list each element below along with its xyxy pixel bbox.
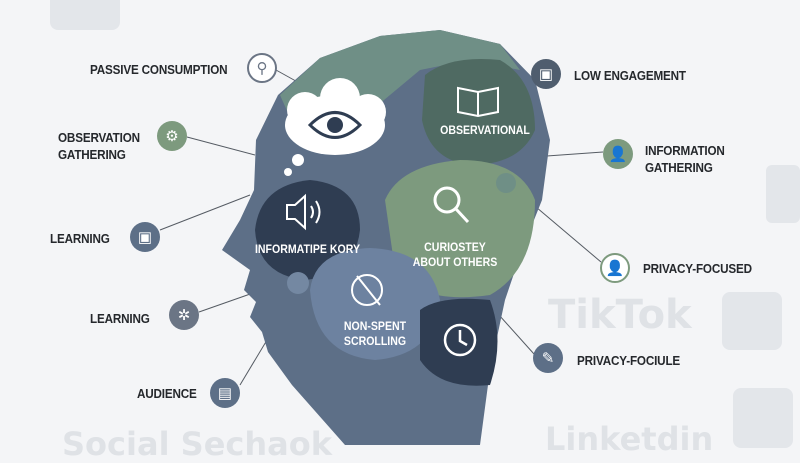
facebook-watermark-icon — [50, 0, 120, 30]
label-observation-gathering: OBSERVATION GATHERING — [58, 130, 140, 162]
clock-icon — [443, 323, 477, 357]
observational-label: OBSERVATIONAL — [440, 123, 530, 137]
linkedin-watermark-icon — [733, 388, 793, 448]
watermark-tiktok: TikTok — [548, 292, 692, 338]
scrolling-label: NON-SPENT SCROLLING — [343, 319, 407, 348]
user-icon: 👤 — [603, 139, 633, 169]
x-watermark-icon — [766, 165, 800, 223]
speaker-icon — [286, 193, 321, 231]
curiosity-region — [385, 160, 535, 298]
user-icon: 👤 — [600, 253, 630, 283]
clipboard-icon: ▤ — [210, 378, 240, 408]
pen-icon: ✎ — [533, 343, 563, 373]
label-privacy-fociule: PRIVACY-FOCIULE — [577, 353, 681, 368]
curiosity-label: CURIOSTEY ABOUT OTHERS — [412, 240, 498, 269]
label-learning-2: LEARNING — [90, 311, 150, 326]
head-diagram — [159, 30, 604, 445]
image-icon: ▣ — [531, 59, 561, 89]
informatipe-label: INFORMATIPE KORY — [254, 242, 361, 256]
search-people-icon: ⚲ — [247, 53, 277, 83]
label-information-gathering: INFORMATION GATHERING — [645, 143, 725, 175]
no-user-icon — [351, 274, 383, 306]
node-circle — [496, 173, 516, 193]
image-icon: ▣ — [130, 222, 160, 252]
book-icon — [457, 86, 499, 118]
label-privacy-focused: PRIVACY-FOCUSED — [643, 261, 752, 276]
eye-icon — [307, 111, 363, 139]
magnifier-icon — [433, 186, 470, 224]
scrolling-region — [310, 248, 440, 360]
gear-icon: ⚙ — [157, 121, 187, 151]
label-low-engagement: LOW ENGAGEMENT — [574, 68, 686, 83]
label-audience: AUDIENCE — [137, 386, 197, 401]
node-circle — [287, 272, 309, 294]
label-learning: LEARNING — [50, 231, 110, 246]
label-passive-consumption: PASSIVE CONSUMPTION — [90, 62, 228, 77]
gear-dots-icon: ✲ — [169, 300, 199, 330]
facebook-watermark-icon — [722, 292, 782, 350]
clock-region — [420, 298, 498, 386]
informatipe-region — [255, 180, 360, 280]
